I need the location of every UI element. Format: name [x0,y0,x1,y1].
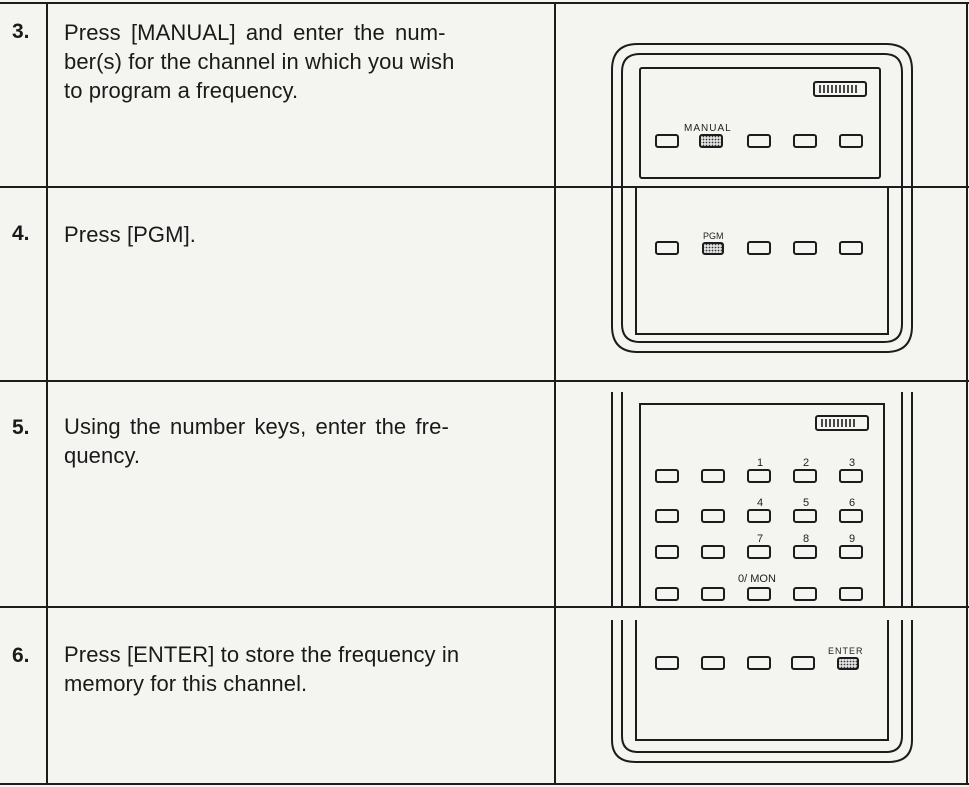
key-8-label: 8 [803,533,809,545]
key-6 [839,509,863,523]
step-text: Press [PGM]. [64,220,544,249]
key-7-label: 7 [757,533,763,545]
key-button [747,241,771,255]
key-0-mon [747,587,771,601]
key-4-label: 4 [757,497,763,509]
row-divider [0,606,969,608]
table-top-border [0,2,969,4]
key-0-mon-label: 0/ MON [738,573,776,585]
key-button [791,656,815,670]
step-number: 5. [12,416,30,439]
key-button [655,587,679,601]
key-button [793,587,817,601]
manual-key-highlighted [699,134,723,148]
step-number: 6. [12,644,30,667]
table-right-border [966,2,968,785]
step-text-line: Press [MANUAL] and enter the num- [64,20,446,45]
step-text: Using the number keys, enter the fre- qu… [64,412,544,470]
step-number: 3. [12,20,30,43]
key-button [839,134,863,148]
key-9-label: 9 [849,533,855,545]
display-window-segments [819,85,857,93]
key-1 [747,469,771,483]
scanner-panel-pgm [611,188,913,353]
key-button [701,587,725,601]
step-text: Press [ENTER] to store the frequency in … [64,640,544,698]
key-2 [793,469,817,483]
enter-key-highlighted [837,657,859,670]
key-2-label: 2 [803,457,809,469]
scanner-panel-enter [611,620,913,763]
scanner-keypad [611,392,913,606]
step-text-line: ber(s) for the channel in which you wish [64,49,455,74]
key-8 [793,545,817,559]
key-3-label: 3 [849,457,855,469]
key-button [747,656,771,670]
key-button [793,134,817,148]
key-button [655,469,679,483]
table-bottom-border [0,783,969,785]
key-button [701,509,725,523]
key-5-label: 5 [803,497,809,509]
step-text-line: Press [ENTER] to store the frequency in [64,642,460,667]
key-button [655,241,679,255]
display-window-icon [813,81,867,97]
key-4 [747,509,771,523]
display-window-segments [821,419,855,427]
step-text-line: to program a frequency. [64,78,299,103]
key-button [701,656,725,670]
number-column-divider [46,2,48,785]
key-3 [839,469,863,483]
key-button [655,656,679,670]
key-9 [839,545,863,559]
row-divider [0,186,969,188]
step-row-5: 5. Using the number keys, enter the fre-… [0,382,969,606]
manual-key-label: MANUAL [684,123,732,134]
key-6-label: 6 [849,497,855,509]
step-text-line: quency. [64,443,141,468]
key-5 [793,509,817,523]
key-button [839,587,863,601]
key-button [793,241,817,255]
step-row-3: 3. Press [MANUAL] and enter the num- ber… [0,0,969,186]
key-button [747,134,771,148]
key-button [701,469,725,483]
pgm-key-highlighted [702,242,724,255]
pgm-key-label: PGM [703,231,724,241]
step-row-4: 4. Press [PGM]. [0,188,969,380]
key-1-label: 1 [757,457,763,469]
step-text: Press [MANUAL] and enter the num- ber(s)… [64,18,544,105]
image-column-divider [554,2,556,785]
key-7 [747,545,771,559]
key-button [701,545,725,559]
step-row-6: 6. Press [ENTER] to store the frequency … [0,608,969,783]
key-button [655,545,679,559]
step-text-line: memory for this channel. [64,671,308,696]
enter-key-label: ENTER [828,646,864,656]
key-button [655,134,679,148]
step-text-line: Using the number keys, enter the fre- [64,414,449,439]
display-window-icon [815,415,869,431]
scanner-panel-manual [611,43,913,186]
row-divider [0,380,969,382]
step-number: 4. [12,222,30,245]
step-text-line: Press [PGM]. [64,222,196,247]
key-button [839,241,863,255]
key-button [655,509,679,523]
